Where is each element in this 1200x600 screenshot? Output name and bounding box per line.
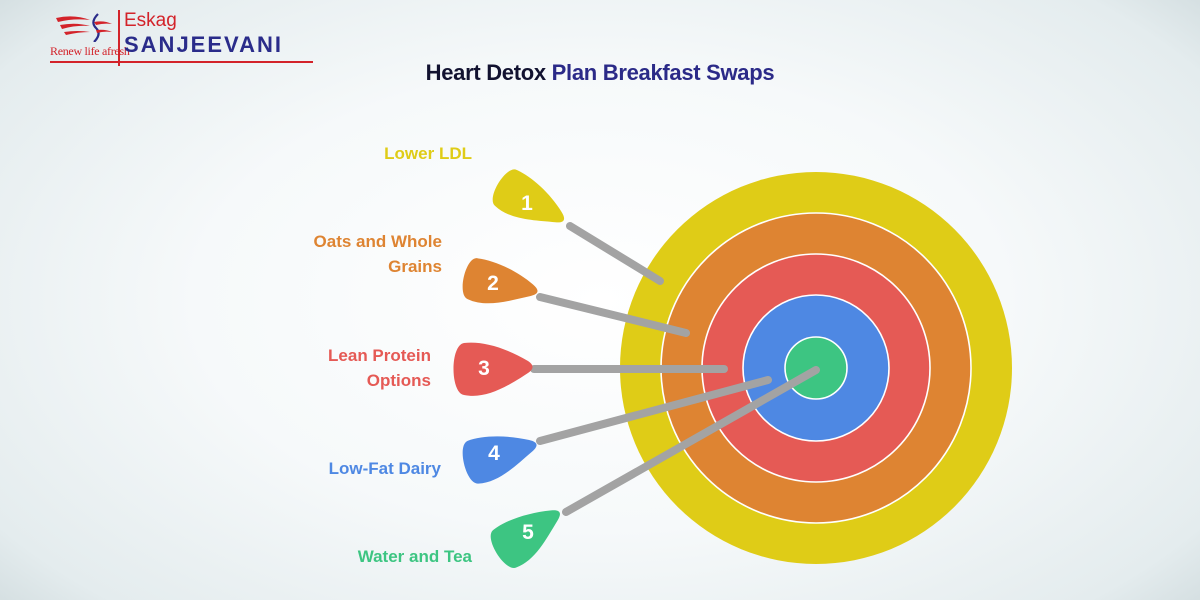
- label-5-line-1: Water and Tea: [357, 547, 472, 566]
- title-part-2: Plan Breakfast Swaps: [551, 60, 775, 85]
- label-2-line-2: Grains: [388, 257, 442, 276]
- label-lower-ldl: Lower LDL: [384, 141, 472, 166]
- pin-number-5: 5: [522, 521, 534, 544]
- pin-number-4: 4: [488, 442, 500, 465]
- label-3-line-2: Options: [366, 371, 431, 390]
- label-lean-protein-options: Lean Protein Options: [328, 343, 431, 393]
- connectors: [530, 222, 820, 516]
- logo-tagline: Renew life afresh: [50, 44, 130, 58]
- label-4-line-1: Low-Fat Dairy: [328, 459, 441, 478]
- pin-number-3: 3: [478, 357, 490, 380]
- logo-divider-vertical: [118, 10, 120, 66]
- pin-2: [462, 258, 538, 304]
- pin-number-2: 2: [487, 272, 499, 295]
- page-title: Heart Detox Plan Breakfast Swaps: [0, 60, 1200, 86]
- label-low-fat-dairy: Low-Fat Dairy: [329, 456, 441, 481]
- pin-1: [492, 169, 565, 223]
- label-oats-whole-grains: Oats and Whole Grains: [314, 229, 442, 279]
- wings-logo-icon: [56, 13, 112, 42]
- pin-number-1: 1: [521, 192, 533, 215]
- pin-3: [453, 342, 533, 396]
- label-water-and-tea: Water and Tea: [358, 544, 472, 569]
- title-part-1: Heart Detox: [425, 60, 546, 85]
- connector-1: [566, 222, 664, 285]
- connector-2: [536, 293, 690, 337]
- pin-5: [490, 510, 560, 568]
- brand-logo: Renew life afresh Eskag SANJEEVANI: [48, 8, 318, 68]
- label-2-line-1: Oats and Whole: [313, 232, 442, 251]
- pin-4: [462, 436, 537, 484]
- connector-4: [536, 376, 772, 445]
- label-3-line-1: Lean Protein: [328, 346, 431, 365]
- logo-brand-bottom: SANJEEVANI: [124, 32, 283, 57]
- logo-brand-top: Eskag: [124, 10, 177, 31]
- connector-5: [562, 366, 820, 516]
- label-1-line-1: Lower LDL: [384, 144, 472, 163]
- logo-divider-horizontal: [50, 61, 313, 63]
